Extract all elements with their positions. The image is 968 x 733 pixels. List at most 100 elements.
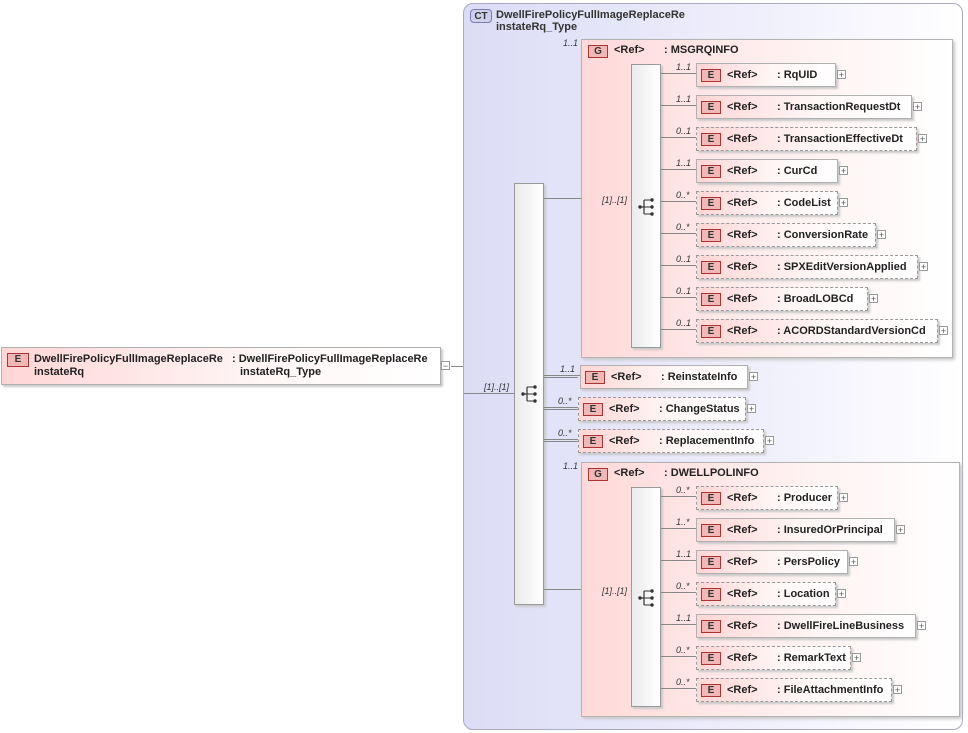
sequence-icon (638, 589, 654, 607)
element-multiplicity: 0..* (558, 428, 572, 438)
collapse-icon[interactable]: − (441, 361, 450, 371)
element-box[interactable]: E<Ref>: RemarkText (696, 646, 851, 670)
element-ref: <Ref> (727, 588, 758, 600)
element-multiplicity: 0..* (676, 677, 690, 687)
expand-icon[interactable]: + (869, 294, 878, 304)
element-box[interactable]: E<Ref>: SPXEditVersionApplied (696, 255, 918, 279)
connector-line (661, 73, 696, 74)
element-name: : TransactionEffectiveDt (777, 133, 903, 145)
element-box[interactable]: E<Ref>: InsuredOrPrincipal (696, 518, 895, 542)
connector-line (661, 169, 696, 170)
expand-icon[interactable]: + (896, 525, 905, 535)
element-box[interactable]: E<Ref>: TransactionEffectiveDt (696, 127, 917, 151)
complex-type-title-line1: DwellFirePolicyFullImageReplaceRe (496, 9, 685, 21)
element-name: : ACORDStandardVersionCd (777, 325, 926, 337)
expand-icon[interactable]: + (918, 134, 927, 144)
element-badge: E (701, 293, 721, 306)
element-badge: E (585, 371, 605, 384)
expand-icon[interactable]: + (839, 198, 848, 208)
element-box[interactable]: E<Ref>: CurCd (696, 159, 838, 183)
expand-icon[interactable]: + (939, 326, 948, 336)
element-box[interactable]: E<Ref>: FileAttachmentInfo (696, 678, 892, 702)
element-multiplicity: 0..* (676, 581, 690, 591)
element-name: : ReinstateInfo (661, 371, 738, 383)
element-name: : ChangeStatus (659, 403, 740, 415)
complex-type-badge: CT (470, 9, 492, 23)
group-name: : DWELLPOLINFO (664, 467, 759, 479)
root-element[interactable]: E DwellFirePolicyFullImageReplaceRe inst… (1, 347, 441, 385)
element-ref: <Ref> (727, 652, 758, 664)
expand-icon[interactable]: + (919, 262, 928, 272)
expand-icon[interactable]: + (917, 621, 926, 631)
element-ref: <Ref> (727, 69, 758, 81)
expand-icon[interactable]: + (749, 372, 758, 382)
element-multiplicity: 0..1 (676, 286, 692, 296)
connector-line (661, 265, 696, 266)
element-box[interactable]: E<Ref>: ConversionRate (696, 223, 876, 247)
connector-line (464, 393, 514, 394)
group-multiplicity: 1..1 (563, 461, 579, 471)
root-element-name-line1: DwellFirePolicyFullImageReplaceRe (34, 353, 223, 365)
element-badge: E (701, 556, 721, 569)
element-ref: <Ref> (727, 229, 758, 241)
group-sequence-box (631, 487, 661, 707)
element-multiplicity: 0..* (676, 190, 690, 200)
element-ref: <Ref> (727, 101, 758, 113)
expand-icon[interactable]: + (849, 557, 858, 567)
expand-icon[interactable]: + (839, 166, 848, 176)
group-multiplicity: 1..1 (563, 38, 579, 48)
element-name: : BroadLOBCd (777, 293, 854, 305)
group-sequence-multiplicity: [1]..[1] (602, 586, 628, 596)
expand-icon[interactable]: + (765, 436, 774, 446)
connector-line (544, 439, 578, 440)
element-box[interactable]: E<Ref>: PersPolicy (696, 550, 848, 574)
element-box[interactable]: E<Ref>: Location (696, 582, 836, 606)
group-sequence-box (631, 64, 661, 348)
element-box[interactable]: E<Ref>: ReinstateInfo (580, 365, 748, 389)
expand-icon[interactable]: + (913, 102, 922, 112)
element-box[interactable]: E<Ref>: CodeList (696, 191, 838, 215)
element-badge: E (583, 435, 603, 448)
element-ref: <Ref> (727, 524, 758, 536)
element-name: : DwellFireLineBusiness (777, 620, 905, 632)
element-badge: E (701, 652, 721, 665)
element-box[interactable]: E<Ref>: ACORDStandardVersionCd (696, 319, 938, 343)
expand-icon[interactable]: + (837, 70, 846, 80)
element-box[interactable]: E <Ref> : BroadLOBCd (696, 287, 868, 311)
element-multiplicity: 0..* (676, 645, 690, 655)
group-badge: G (588, 45, 608, 58)
element-badge: E (701, 620, 721, 633)
element-box[interactable]: E<Ref>: TransactionRequestDt (696, 95, 912, 119)
element-ref: <Ref> (727, 293, 758, 305)
element-multiplicity: 1..* (676, 517, 690, 527)
connector-line (661, 688, 696, 689)
element-box[interactable]: E<Ref>: ReplacementInfo (578, 429, 764, 453)
element-multiplicity: 1..1 (676, 613, 692, 623)
group-ref: <Ref> (614, 44, 645, 56)
expand-icon[interactable]: + (852, 653, 861, 663)
connector-line (661, 233, 696, 234)
sequence-icon (638, 198, 654, 216)
element-multiplicity: 1..1 (676, 158, 692, 168)
element-ref: <Ref> (727, 197, 758, 209)
expand-icon[interactable]: + (837, 589, 846, 599)
element-box[interactable]: E<Ref>: ChangeStatus (578, 397, 746, 421)
element-ref: <Ref> (727, 684, 758, 696)
element-multiplicity: 1..1 (676, 94, 692, 104)
root-element-name-line2: instateRq (34, 366, 85, 378)
connector-line (661, 137, 696, 138)
element-badge: E (701, 588, 721, 601)
element-badge: E (7, 353, 29, 367)
element-badge: E (583, 403, 603, 416)
expand-icon[interactable]: + (893, 685, 902, 695)
element-multiplicity: 0..1 (676, 126, 692, 136)
expand-icon[interactable]: + (877, 230, 886, 240)
element-box[interactable]: E<Ref>: Producer (696, 486, 838, 510)
main-sequence-box (514, 183, 544, 605)
expand-icon[interactable]: + (839, 493, 848, 503)
expand-icon[interactable]: + (747, 404, 756, 414)
group-sequence-multiplicity: [1]..[1] (602, 195, 628, 205)
element-box[interactable]: E<Ref>: DwellFireLineBusiness (696, 614, 916, 638)
element-badge: E (701, 229, 721, 242)
element-box[interactable]: E<Ref>: RqUID (696, 63, 836, 87)
